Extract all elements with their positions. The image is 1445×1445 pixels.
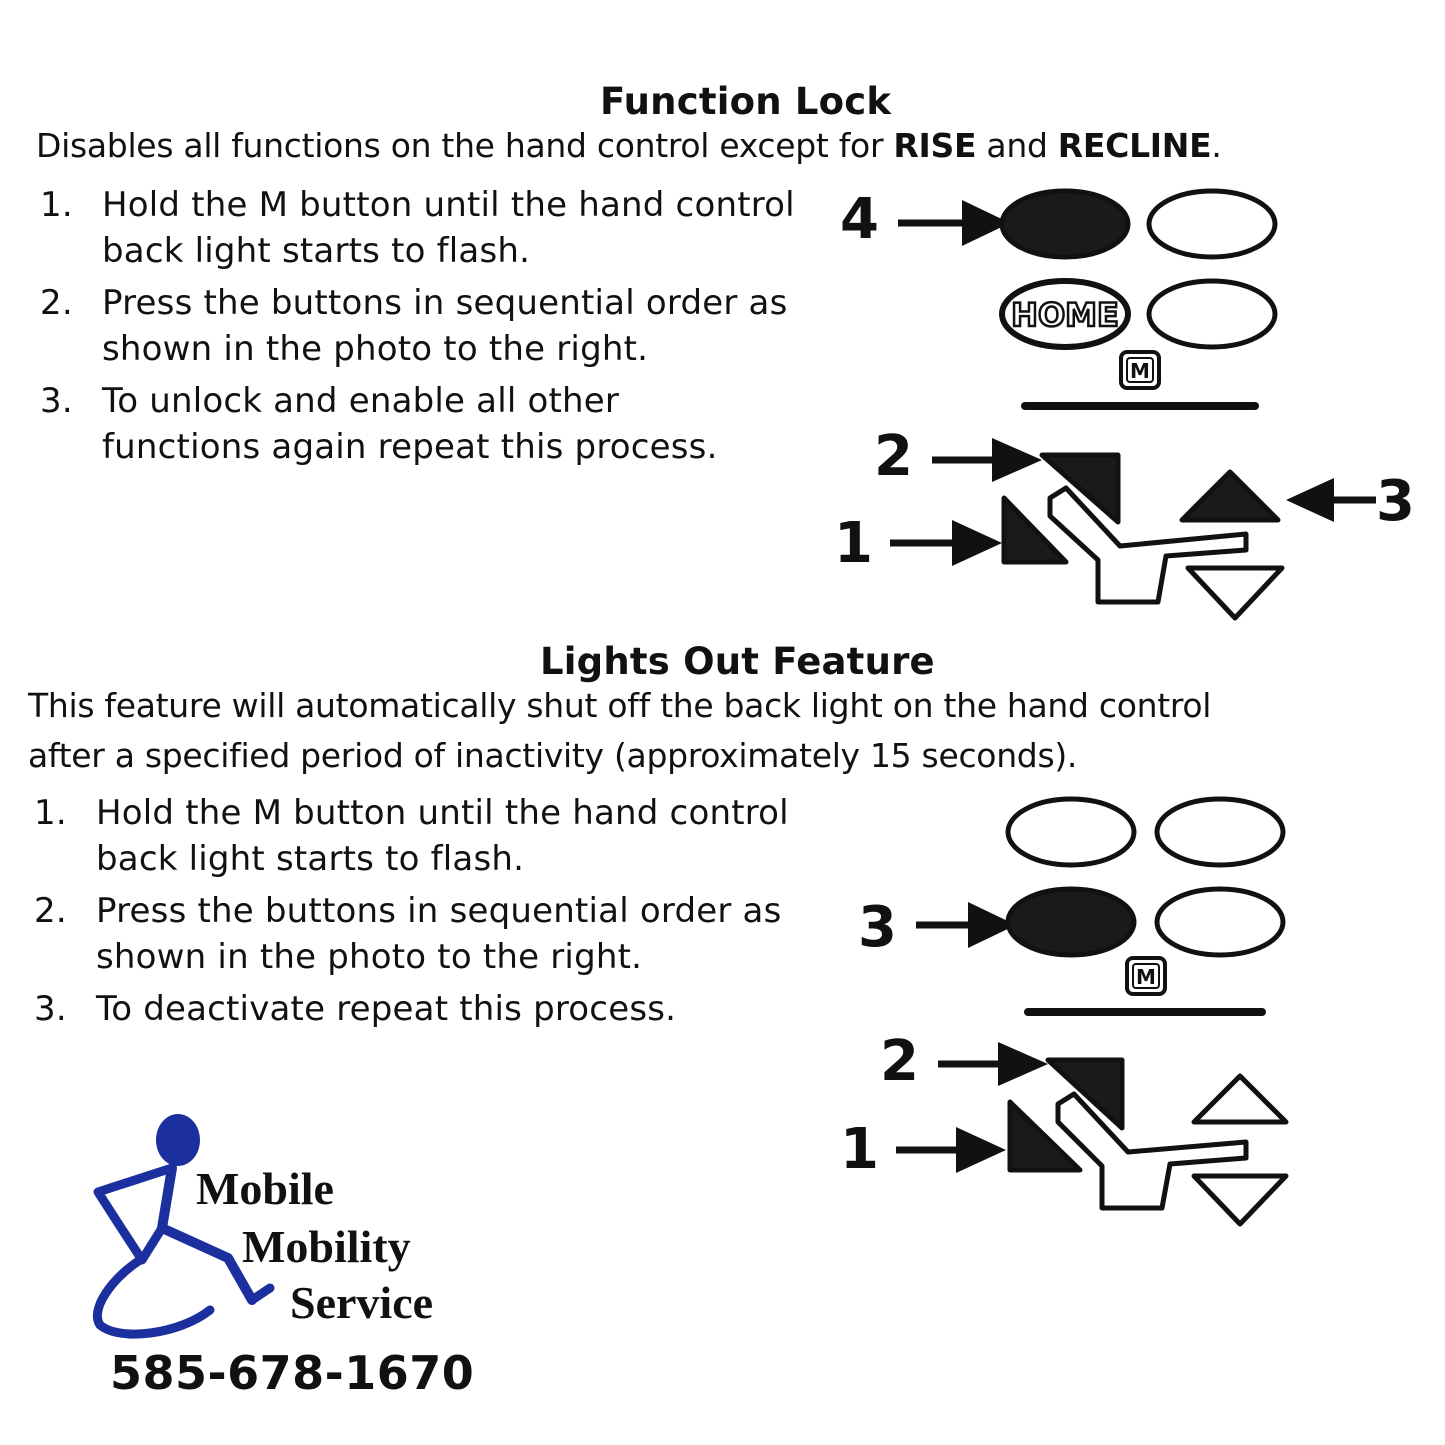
function-lock-title: Function Lock [600,80,892,123]
oval-button-filled [999,188,1131,260]
marker-2: 2 [874,424,913,489]
company-name-line2: Mobility [242,1221,411,1272]
chair-icon [1047,485,1249,605]
up-button-filled [1179,469,1281,523]
m-label: M [1130,359,1150,383]
list-item: 2.Press the buttons in sequential order … [34,891,782,977]
arrow-head-icon [952,520,1002,566]
list-item: 1.Hold the M button until the hand contr… [34,793,789,879]
arrow-head-icon [1286,478,1334,522]
list-item: 2.Press the buttons in sequential order … [40,283,788,369]
home-label: HOME [1011,296,1119,334]
up-button [1191,1073,1289,1125]
tilt-button-filled [1007,1099,1083,1173]
marker-3: 3 [1376,469,1415,534]
marker-4: 4 [840,187,879,252]
lights-out-description-line1: This feature will automatically shut off… [28,686,1212,725]
marker-2: 2 [880,1029,919,1094]
oval-button [1005,796,1137,868]
arrow-head-icon [998,1042,1048,1086]
arrow-head-icon [968,902,1016,948]
lights-out-title: Lights Out Feature [540,640,935,683]
m-label: M [1136,965,1156,989]
tilt-button-filled [1039,452,1121,525]
oval-button [1146,278,1278,350]
function-lock-diagram: 4 HOME M 2 1 3 [834,187,1415,621]
oval-button-filled [1005,886,1137,958]
oval-button [1154,796,1286,868]
tilt-button-filled [1001,495,1069,565]
arrow-head-icon [956,1127,1006,1173]
wheelchair-icon [92,1114,275,1339]
function-lock-steps: 1.Hold the M button until the hand contr… [40,182,800,476]
chair-icon [1055,1091,1249,1211]
oval-button [1154,886,1286,958]
down-button [1191,1173,1289,1227]
marker-1: 1 [834,511,873,576]
oval-button [1146,188,1278,260]
company-logo: Mobile Mobility Service [80,1110,480,1350]
tilt-button-filled [1045,1057,1125,1131]
lights-out-steps: 1.Hold the M button until the hand contr… [34,790,794,1038]
arrow-head-icon [992,438,1042,482]
list-item: 3.To unlock and enable all other functio… [40,381,718,467]
phone-number: 585-678-1670 [110,1346,475,1400]
list-item: 1.Hold the M button until the hand contr… [40,185,795,271]
arrow-head-icon [962,200,1010,246]
home-button [999,278,1131,350]
lights-out-description-line2: after a specified period of inactivity (… [28,736,1078,775]
down-button [1185,565,1285,621]
list-item: 3.To deactivate repeat this process. [34,989,677,1029]
lights-out-diagram: 3 M 2 1 [840,796,1289,1227]
marker-3: 3 [858,895,897,960]
marker-1: 1 [840,1117,879,1182]
company-name-line3: Service [290,1277,434,1328]
function-lock-description: Disables all functions on the hand contr… [36,126,1222,165]
company-name-line1: Mobile [196,1163,334,1214]
